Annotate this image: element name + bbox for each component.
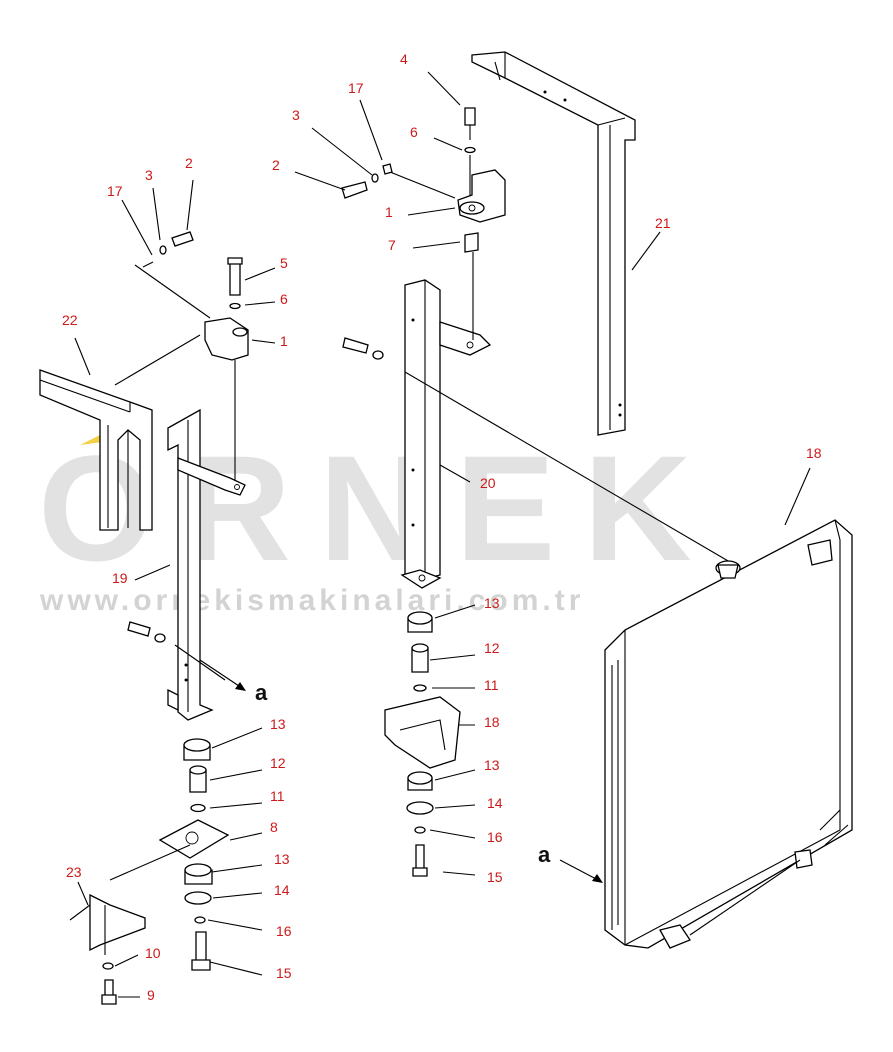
bolt-post-19	[127, 621, 226, 681]
callout-4: 4	[400, 51, 408, 67]
callout-2: 2	[272, 157, 280, 173]
callout-9: 9	[147, 987, 155, 1003]
bracket-23	[69, 844, 191, 1005]
callout-15-left: 15	[276, 965, 292, 981]
leader-lines	[74, 71, 811, 998]
callout-8: 8	[270, 819, 278, 835]
bracket-21	[471, 51, 636, 436]
callout-17: 17	[348, 80, 364, 96]
callout-6-left: 6	[280, 291, 288, 307]
callout-20: 20	[480, 475, 496, 491]
callout-labels: 4 17 3 6 2 1 7 21 17 3 2 5 6 1 22 20 18 …	[62, 51, 822, 1003]
post-20	[400, 279, 492, 589]
callout-18-mid: 18	[484, 714, 500, 730]
frame-22	[39, 369, 153, 531]
callout-10: 10	[145, 945, 161, 961]
callout-7: 7	[388, 237, 396, 253]
callout-11-left: 11	[270, 788, 285, 804]
callout-18-top: 18	[806, 445, 822, 461]
bolt-post-20	[342, 337, 736, 566]
callout-1-left: 1	[280, 333, 288, 349]
upper-mount-left	[134, 231, 249, 480]
callout-13-mid-b: 13	[484, 757, 500, 773]
mount-stack-left	[158, 738, 230, 971]
view-letter-a-left: a	[255, 680, 268, 705]
post-19	[167, 408, 246, 721]
callout-13-left-b: 13	[274, 851, 290, 867]
mount-stack-middle	[384, 611, 461, 877]
callout-16-left: 16	[276, 923, 292, 939]
callout-2-left: 2	[185, 155, 193, 171]
radiator-18	[604, 519, 853, 949]
callout-23: 23	[66, 864, 82, 880]
callout-3: 3	[292, 107, 300, 123]
callout-1: 1	[385, 204, 393, 220]
callout-19: 19	[112, 570, 128, 586]
callout-5: 5	[280, 255, 288, 271]
callout-14-left: 14	[274, 882, 290, 898]
view-arrows: a a	[199, 659, 603, 883]
callout-6: 6	[410, 124, 418, 140]
callout-17-left: 17	[107, 183, 123, 199]
callout-21: 21	[655, 215, 671, 231]
callout-16-mid: 16	[487, 829, 503, 845]
callout-12-left: 12	[270, 755, 286, 771]
callout-13-left-a: 13	[270, 716, 286, 732]
callout-3-left: 3	[145, 167, 153, 183]
callout-14-mid: 14	[487, 795, 503, 811]
callout-22: 22	[62, 312, 78, 328]
callout-12-mid: 12	[484, 640, 500, 656]
watermark-url: www.ornekismakinalari.com.tr	[39, 584, 584, 617]
view-letter-a-right: a	[538, 842, 551, 867]
callout-13-mid-a: 13	[484, 595, 500, 611]
upper-mount-middle	[341, 107, 506, 340]
callout-11-mid: 11	[484, 677, 499, 693]
callout-15-mid: 15	[487, 869, 503, 885]
